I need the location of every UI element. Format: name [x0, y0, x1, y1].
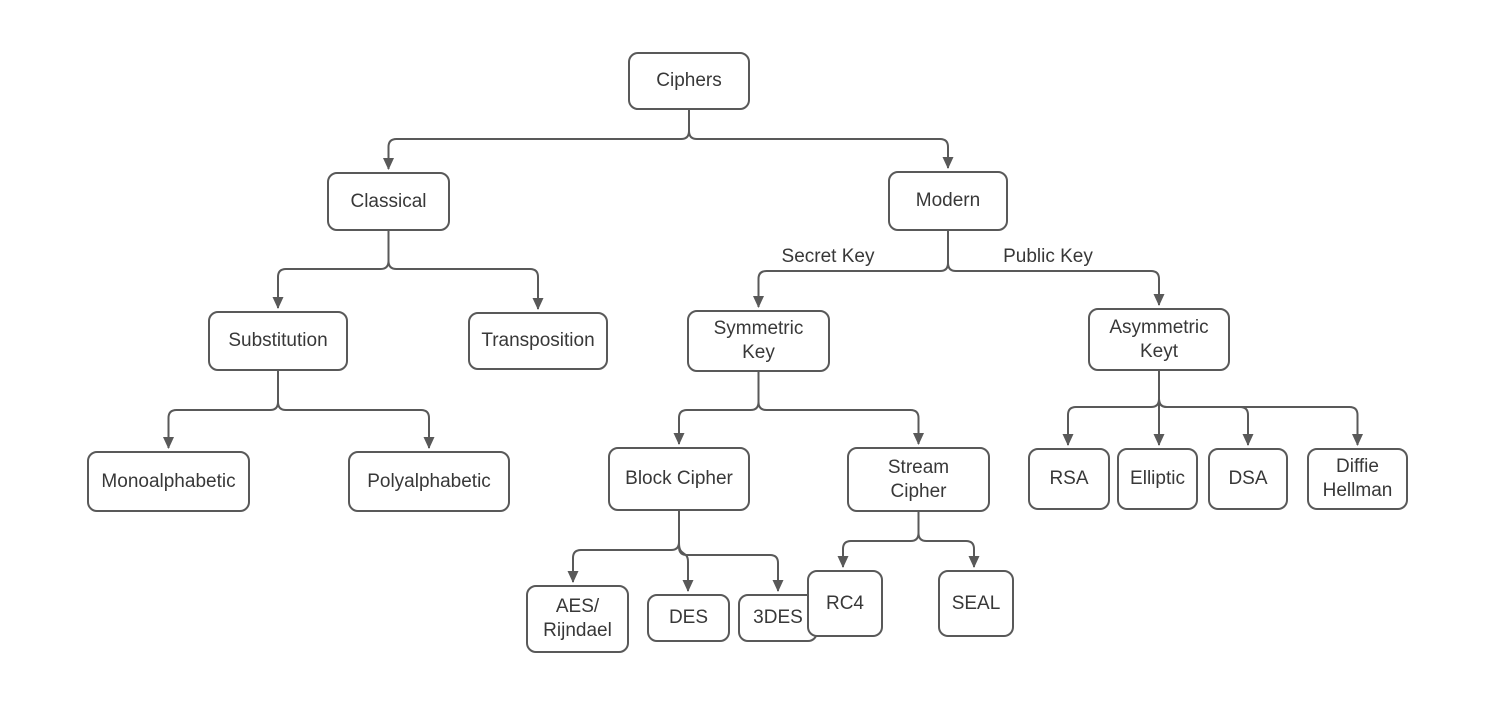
edge-ciphers-modern: [688, 110, 954, 169]
node-modern: Modern: [888, 171, 1008, 231]
edge-symmetric-stream-cipher: [757, 372, 924, 445]
node-transposition-label: Transposition: [481, 330, 595, 352]
node-3des: 3DES: [738, 594, 818, 642]
node-aes-rijndael-label-line1: AES/: [555, 596, 600, 618]
edge-stream-seal: [917, 512, 980, 568]
node-diffie-hellman-label-line2: Hellman: [1322, 480, 1393, 501]
node-rsa: RSA: [1028, 448, 1110, 510]
node-elliptic-label: Elliptic: [1130, 468, 1185, 490]
node-transposition: Transposition: [468, 312, 608, 370]
node-aes-rijndael-label-line2: Rijndael: [543, 620, 612, 641]
node-ciphers: Ciphers: [628, 52, 750, 110]
node-symmetric-key-label-line1: Symmetric: [713, 318, 804, 340]
edge-asymmetric-rsa: [1062, 371, 1160, 446]
edge-symmetric-block-cipher: [673, 372, 760, 445]
node-des: DES: [647, 594, 730, 642]
edge-label-secret-key: Secret Key: [768, 246, 888, 268]
node-dsa-label: DSA: [1228, 468, 1268, 490]
node-aes-rijndael: AES/ Rijndael: [526, 585, 629, 653]
node-polyalphabetic-label: Polyalphabetic: [367, 470, 491, 492]
node-diffie-hellman-label-line1: Diffie: [1336, 456, 1379, 478]
edge-modern-symmetric-key: [753, 231, 949, 308]
node-block-cipher-label: Block Cipher: [625, 468, 733, 490]
edge-substitution-polyalphabetic: [277, 371, 435, 449]
node-substitution-label: Substitution: [228, 330, 328, 352]
node-symmetric-key: Symmetric Key: [687, 310, 830, 372]
edge-substitution-monoalphabetic: [163, 371, 279, 449]
node-des-label: DES: [668, 607, 709, 629]
node-asymmetric-key-label-line2: Keyt: [1139, 340, 1179, 362]
edge-label-public-key: Public Key: [988, 246, 1108, 268]
node-seal-label: SEAL: [951, 592, 1001, 614]
node-3des-label: 3DES: [753, 607, 803, 629]
node-classical: Classical: [327, 172, 450, 231]
node-classical-label: Classical: [350, 190, 427, 212]
node-rsa-label: RSA: [1049, 468, 1089, 490]
edge-block-aes-rijndael: [567, 511, 680, 583]
node-monoalphabetic: Monoalphabetic: [87, 451, 250, 512]
node-polyalphabetic: Polyalphabetic: [348, 451, 510, 512]
node-substitution: Substitution: [208, 311, 348, 371]
edge-classical-substitution: [272, 231, 390, 309]
node-monoalphabetic-label: Monoalphabetic: [101, 470, 236, 492]
node-asymmetric-key-label-line1: Asymmetric: [1109, 316, 1209, 338]
edge-modern-asymmetric-key: [947, 231, 1165, 306]
node-rc4: RC4: [807, 570, 883, 637]
node-seal: SEAL: [938, 570, 1014, 637]
edge-ciphers-classical: [383, 110, 690, 170]
node-rc4-label: RC4: [825, 592, 864, 614]
node-dsa: DSA: [1208, 448, 1288, 510]
edge-block-3des: [678, 511, 784, 592]
node-stream-cipher-label-line1: Stream: [887, 456, 950, 478]
edge-stream-rc4: [837, 512, 920, 568]
node-diffie-hellman: Diffie Hellman: [1307, 448, 1408, 510]
node-elliptic: Elliptic: [1117, 448, 1198, 510]
node-stream-cipher: Stream Cipher: [847, 447, 990, 512]
node-ciphers-label: Ciphers: [656, 70, 722, 92]
node-block-cipher: Block Cipher: [608, 447, 750, 511]
edge-asymmetric-diffie-hellman: [1158, 371, 1363, 446]
node-asymmetric-key: Asymmetric Keyt: [1088, 308, 1230, 371]
edge-classical-transposition: [387, 231, 544, 310]
node-stream-cipher-label-line2: Cipher: [890, 480, 947, 502]
node-modern-label: Modern: [915, 190, 981, 212]
node-symmetric-key-label-line2: Key: [742, 342, 775, 363]
